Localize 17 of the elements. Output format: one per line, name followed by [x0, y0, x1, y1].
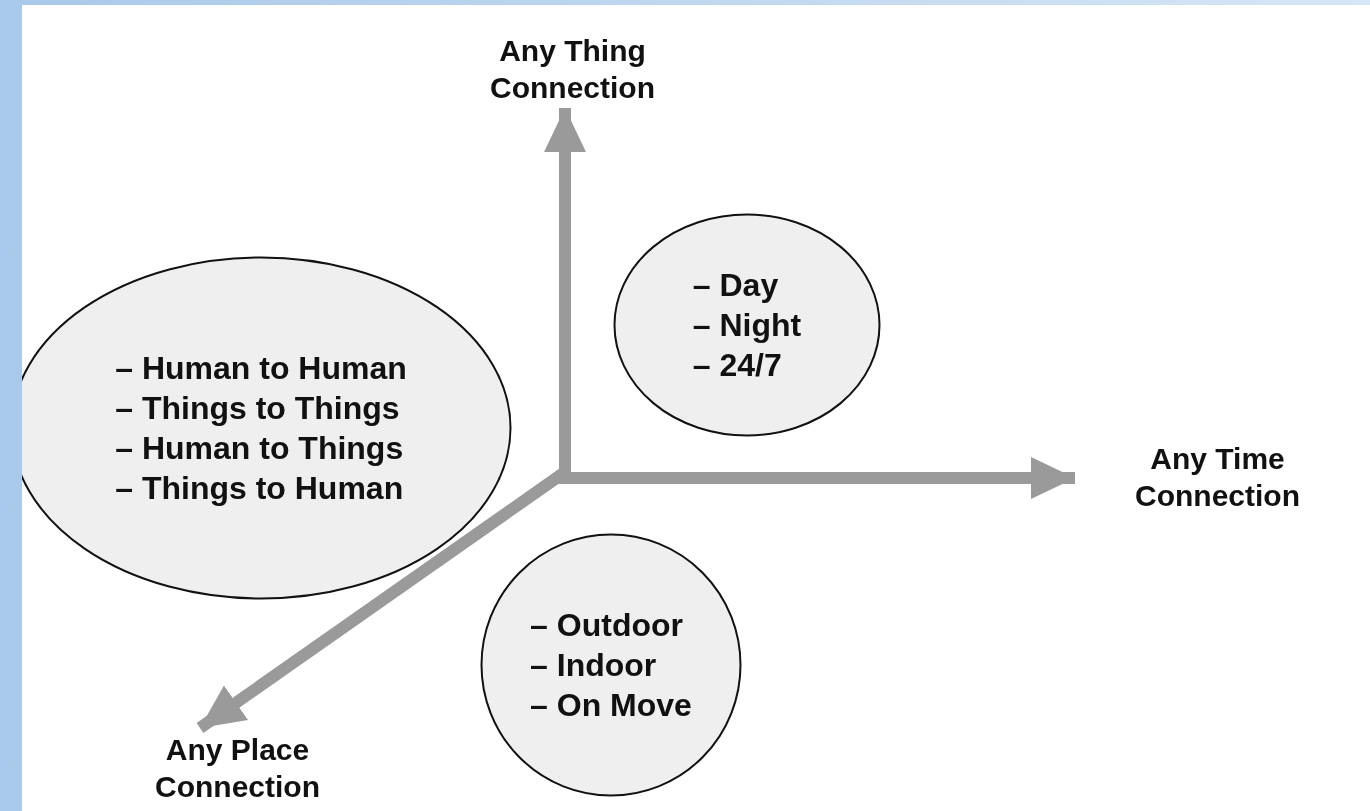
- list-item: – Things to Human: [115, 469, 404, 508]
- list-item: – Outdoor: [530, 606, 683, 645]
- axis-label: Any Place Connection: [154, 732, 321, 805]
- list-item: – Night: [692, 306, 802, 345]
- list-item: – On Move: [530, 686, 692, 725]
- axis-label: Any Time Connection: [1134, 441, 1301, 514]
- list-item: – Things to Things: [115, 389, 400, 428]
- list-item: – Indoor: [530, 646, 657, 685]
- axis-arrow: [544, 108, 586, 472]
- axis-label: Any Thing Connection: [489, 33, 656, 106]
- list-item: – Human to Things: [115, 429, 404, 468]
- list-item: – Day: [692, 266, 779, 305]
- category-ellipse: [480, 533, 742, 797]
- list-item: – 24/7: [692, 346, 782, 385]
- category-ellipse: [613, 213, 881, 437]
- list-item: – Human to Human: [115, 349, 407, 388]
- axis-arrow: [559, 457, 1075, 499]
